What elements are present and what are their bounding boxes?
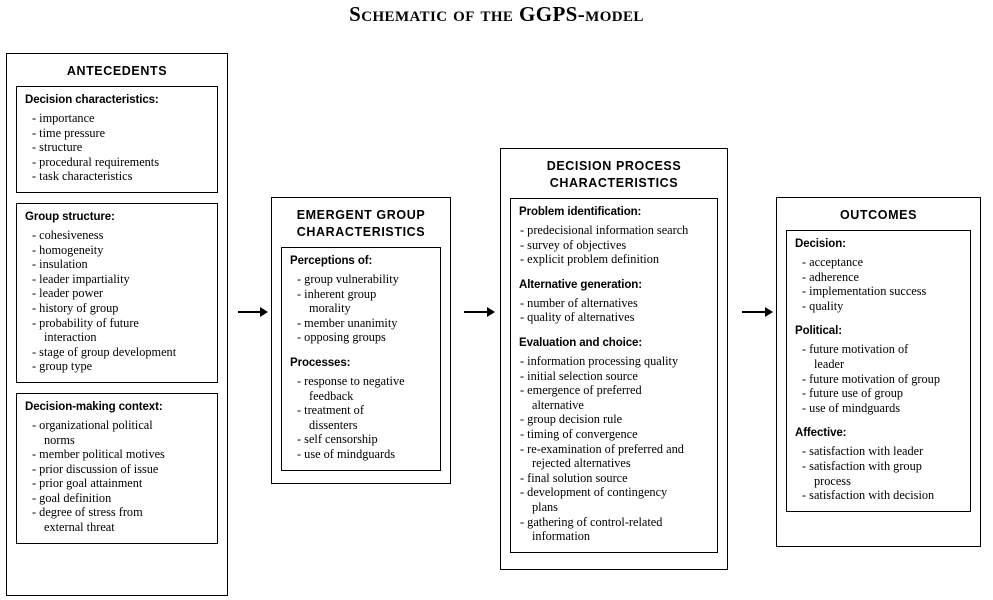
problem-identification-list: - predecisional information search - sur… xyxy=(519,223,709,267)
decision-process-heading: DECISION PROCESS CHARACTERISTICS xyxy=(546,159,682,190)
list-item: - member unanimity xyxy=(297,315,398,330)
list-item: - future use of group xyxy=(802,386,904,401)
arrow-emergent-to-decision-process xyxy=(464,306,496,318)
decision-process-panel: Problem identification: - predecisional … xyxy=(510,198,718,553)
decision-list: - acceptance - adherence - implementatio… xyxy=(795,255,962,313)
list-item: - group decision rule xyxy=(520,412,623,427)
list-item: - member political motives xyxy=(32,447,165,462)
list-item: - gathering of control-related informati… xyxy=(520,514,663,544)
list-item: - re-examination of preferred and reject… xyxy=(520,441,684,471)
emergent-group-characteristics-column: EMERGENT GROUP CHARACTERISTICS Perceptio… xyxy=(271,197,451,484)
list-item: - quality xyxy=(802,298,844,313)
problem-identification-heading: Problem identification: xyxy=(519,206,642,218)
group-structure-panel: Group structure: - cohesiveness - homoge… xyxy=(16,202,218,383)
list-item: - initial selection source xyxy=(520,368,638,383)
decision-heading: Decision: xyxy=(795,238,846,250)
list-item: - timing of convergence xyxy=(520,426,638,441)
emergent-group-heading: EMERGENT GROUP CHARACTERISTICS xyxy=(296,208,426,239)
decision-making-context-list: - organizational political norms - membe… xyxy=(25,418,209,535)
list-item: - inherent group morality xyxy=(297,286,377,316)
arrow-decision-process-to-outcomes xyxy=(742,306,774,318)
list-item: - insulation xyxy=(32,257,88,272)
list-item: - information processing quality xyxy=(520,353,679,368)
decision-characteristics-list: - importance - time pressure - structure… xyxy=(25,111,209,184)
list-item: - cohesiveness xyxy=(32,227,104,242)
list-item: - use of mindguards xyxy=(802,400,901,415)
list-item: - satisfaction with leader xyxy=(802,444,924,459)
list-item: - probability of future interaction xyxy=(32,315,139,345)
page-title-part3: -model xyxy=(577,2,644,26)
political-heading: Political: xyxy=(795,325,842,338)
list-item: - self censorship xyxy=(297,432,378,447)
political-list: - future motivation of leader - future m… xyxy=(795,342,962,415)
arrow-antecedents-to-emergent xyxy=(238,306,268,318)
list-item: - group vulnerability xyxy=(297,272,399,286)
list-item: - time pressure xyxy=(32,125,106,140)
list-item: - importance xyxy=(32,111,95,125)
list-item: - adherence xyxy=(802,269,860,284)
list-item: - group type xyxy=(32,359,93,374)
page-title-part1: Schematic of the xyxy=(349,2,519,26)
list-item: - final solution source xyxy=(520,470,628,485)
list-item: - procedural requirements xyxy=(32,154,160,169)
list-item: - history of group xyxy=(32,300,119,315)
list-item: - structure xyxy=(32,140,83,155)
list-item: - development of contingency plans xyxy=(520,485,668,514)
list-item: - future motivation of leader xyxy=(802,342,909,371)
processes-list: - response to negative feedback - treatm… xyxy=(290,374,432,462)
list-item: - explicit problem definition xyxy=(520,252,659,267)
decision-making-context-panel: Decision-making context: - organizationa… xyxy=(16,392,218,544)
list-item: - response to negative feedback xyxy=(297,373,405,403)
list-item: - satisfaction with group process xyxy=(802,458,922,488)
evaluation-and-choice-list: - information processing quality - initi… xyxy=(519,354,709,544)
group-structure-heading: Group structure: xyxy=(25,210,115,223)
outcomes-heading: OUTCOMES xyxy=(839,208,918,222)
list-item: - degree of stress from external threat xyxy=(32,505,143,535)
affective-list: - satisfaction with leader - satisfactio… xyxy=(795,444,962,502)
list-item: - acceptance xyxy=(802,255,864,269)
list-item: - future motivation of group xyxy=(802,371,940,386)
group-structure-list: - cohesiveness - homogeneity - insulatio… xyxy=(25,228,209,374)
list-item: - emergence of preferred alternative xyxy=(520,383,642,412)
page-title-acronym: GGPS xyxy=(518,2,578,26)
decision-characteristics-panel: Decision characteristics: - importance -… xyxy=(16,86,218,193)
decision-making-context-heading: Decision-making context: xyxy=(25,400,163,413)
page-title: Schematic of the GGPS-model xyxy=(0,2,993,27)
affective-heading: Affective: xyxy=(795,427,847,440)
alternative-generation-heading: Alternative generation: xyxy=(519,278,642,291)
processes-heading: Processes: xyxy=(290,356,351,369)
list-item: - satisfaction with decision xyxy=(802,488,935,503)
list-item: - leader power xyxy=(32,286,104,301)
list-item: - prior goal attainment xyxy=(32,476,143,491)
list-item: - opposing groups xyxy=(297,330,386,345)
list-item: - quality of alternatives xyxy=(520,310,635,325)
evaluation-and-choice-heading: Evaluation and choice: xyxy=(519,336,643,349)
emergent-group-panel: Perceptions of: - group vulnerability - … xyxy=(281,247,441,471)
list-item: - predecisional information search xyxy=(520,223,689,237)
list-item: - number of alternatives xyxy=(520,295,638,310)
antecedents-column: ANTECEDENTS Decision characteristics: - … xyxy=(6,53,228,596)
list-item: - prior discussion of issue xyxy=(32,461,159,476)
perceptions-of-heading: Perceptions of: xyxy=(290,255,373,267)
list-item: - leader impartiality xyxy=(32,271,130,286)
antecedents-heading: ANTECEDENTS xyxy=(66,64,168,78)
list-item: - stage of group development xyxy=(32,344,177,359)
alternative-generation-list: - number of alternatives - quality of al… xyxy=(519,296,709,325)
list-item: - homogeneity xyxy=(32,242,104,257)
list-item: - organizational political norms xyxy=(32,417,153,447)
perceptions-of-list: - group vulnerability - inherent group m… xyxy=(290,272,432,345)
outcomes-column: OUTCOMES Decision: - acceptance - adhere… xyxy=(776,197,981,547)
list-item: - use of mindguards xyxy=(297,446,396,461)
decision-process-characteristics-column: DECISION PROCESS CHARACTERISTICS Problem… xyxy=(500,148,728,570)
decision-characteristics-heading: Decision characteristics: xyxy=(25,94,159,106)
outcomes-panel: Decision: - acceptance - adherence - imp… xyxy=(786,230,971,512)
list-item: - implementation success xyxy=(802,284,927,299)
list-item: - task characteristics xyxy=(32,169,133,184)
list-item: - survey of objectives xyxy=(520,237,627,252)
list-item: - goal definition xyxy=(32,490,112,505)
list-item: - treatment of dissenters xyxy=(297,403,364,432)
